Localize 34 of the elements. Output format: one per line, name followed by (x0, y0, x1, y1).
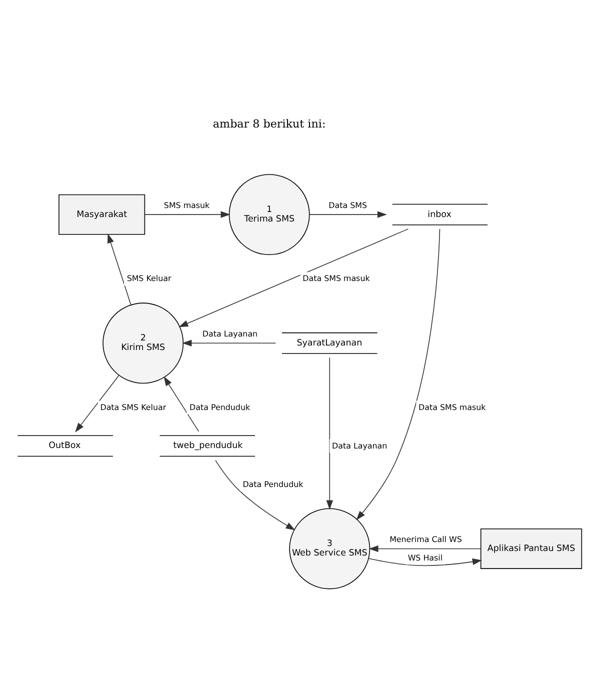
arrow (368, 558, 482, 566)
edge-label: Data SMS masuk (418, 402, 486, 412)
arrow (144, 210, 230, 218)
node-circle: 2 Kirim SMS (102, 302, 184, 384)
arrow (368, 544, 482, 552)
node-circle: 1 Terima SMS (228, 174, 310, 255)
arrow (215, 460, 296, 530)
edge-label: SMS Keluar (126, 274, 172, 283)
arrow (164, 376, 200, 432)
edge-label: Data Layanan (332, 440, 388, 450)
arrow (356, 228, 440, 520)
node-box: Masyarakat (58, 194, 146, 234)
arrow (326, 356, 333, 510)
edge-label: Data Layanan (202, 328, 258, 338)
node-text: SyaratLayanan (296, 338, 362, 348)
arrow (178, 228, 409, 327)
edge-label: Data SMS masuk (302, 274, 370, 283)
edge-label: WS Hasil (408, 552, 443, 562)
edge-label: Data Penduduk (242, 479, 304, 488)
node-box: Aplikasi Pantau SMS (480, 528, 582, 568)
arrow (75, 374, 120, 432)
edge-label: SMS masuk (164, 200, 210, 210)
node-circle: 3 Web Service SMS (289, 508, 370, 589)
arrow (182, 339, 276, 346)
edge-label: Data SMS Keluar (100, 402, 166, 412)
node-text: OutBox (48, 440, 81, 451)
edge-label: Data Penduduk (190, 402, 250, 412)
node-text: tweb_penduduk (173, 440, 243, 451)
label: ambar 8 berikut ini: (212, 116, 326, 130)
edge-label: Data SMS (328, 200, 367, 210)
edge-label: Menerima Call WS (390, 534, 462, 544)
arrow (309, 210, 388, 218)
arrow (108, 233, 132, 305)
node-text: inbox (428, 209, 452, 220)
